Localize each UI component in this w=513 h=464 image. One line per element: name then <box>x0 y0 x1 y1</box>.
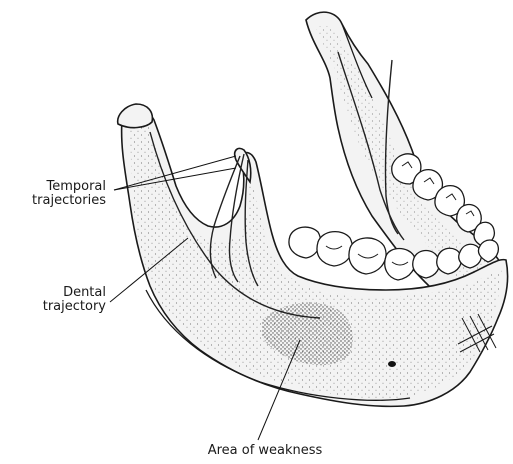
temporal-label-line2: trajectories <box>10 194 106 208</box>
near-condyle <box>118 104 153 128</box>
temporal-trajectories-label: Temporal trajectories <box>10 180 106 208</box>
temporal-label-line1: Temporal <box>10 180 106 194</box>
area-of-weakness-label: Area of weakness <box>190 444 340 458</box>
mental-foramen <box>388 361 396 367</box>
dental-label-line1: Dental <box>20 286 106 300</box>
dental-trajectory-label: Dental trajectory <box>20 286 106 314</box>
dental-label-line2: trajectory <box>20 300 106 314</box>
